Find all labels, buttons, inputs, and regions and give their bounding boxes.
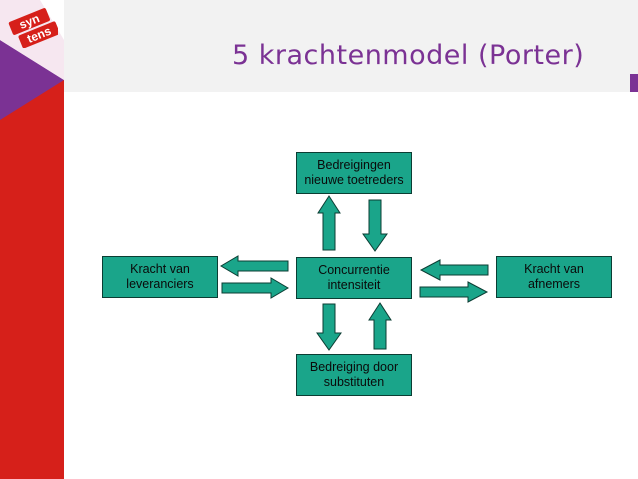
- node-substitutes: Bedreiging door substituten: [296, 354, 412, 396]
- arrow-left-from-buyers: [419, 259, 489, 281]
- arrow-left-to-suppliers: [220, 255, 289, 277]
- node-substitutes-label: Bedreiging door substituten: [309, 360, 399, 389]
- arrow-right-from-suppliers: [221, 277, 289, 299]
- node-new-entrants: Bedreigingen nieuwe toetreders: [296, 152, 412, 194]
- arrow-up-to-top: [317, 195, 341, 251]
- slide-title: 5 krachtenmodel (Porter): [232, 40, 585, 71]
- arrow-down-from-top: [362, 199, 388, 252]
- arrow-right-to-buyers: [419, 281, 489, 303]
- purple-band: [0, 40, 64, 120]
- title-bar: [64, 0, 638, 92]
- syntens-logo: syn tens: [8, 8, 58, 48]
- node-supplier-power-label: Kracht van leveranciers: [126, 262, 194, 291]
- node-competitive-rivalry-label: Concurrentie intensiteit: [318, 263, 390, 292]
- arrow-up-from-bottom: [368, 302, 392, 350]
- node-supplier-power: Kracht van leveranciers: [102, 256, 218, 298]
- arrow-down-to-bottom: [316, 303, 342, 351]
- title-accent: [630, 74, 638, 92]
- node-new-entrants-label: Bedreigingen nieuwe toetreders: [304, 158, 404, 187]
- node-buyer-power: Kracht van afnemers: [496, 256, 612, 298]
- node-competitive-rivalry: Concurrentie intensiteit: [296, 257, 412, 299]
- red-band: [0, 80, 64, 479]
- node-buyer-power-label: Kracht van afnemers: [524, 262, 584, 291]
